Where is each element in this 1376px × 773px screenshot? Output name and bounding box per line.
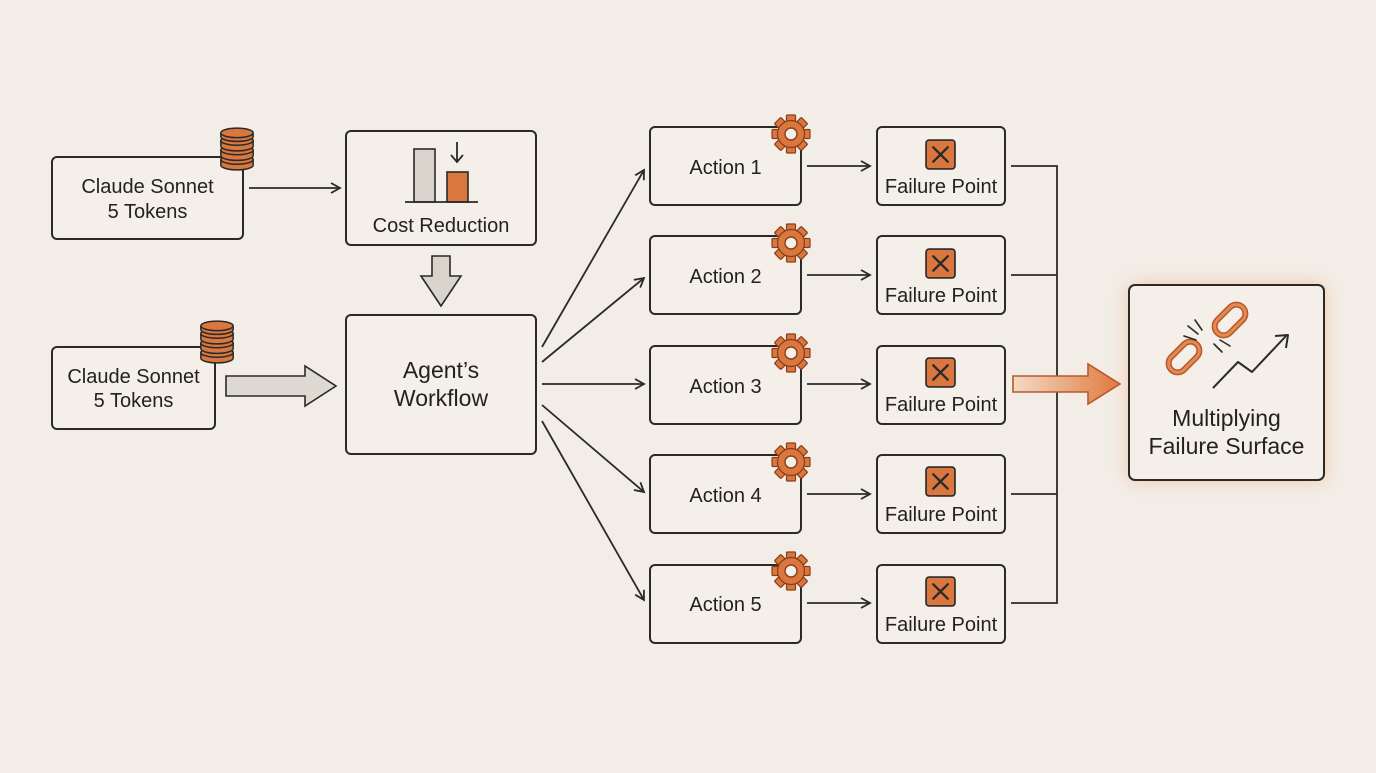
gear-icon (771, 333, 811, 373)
action-node-5: Action 5 (649, 551, 811, 644)
action-label-4: Action 4 (689, 485, 761, 507)
cost-reduction-node: Cost Reduction (345, 130, 537, 246)
bar-chart-down-icon (405, 142, 478, 203)
workflow-node: Agent’s Workflow (345, 314, 537, 455)
action-node-3: Action 3 (649, 333, 811, 425)
cost-reduction-label: Cost Reduction (373, 215, 510, 237)
cost-reduction-box (345, 130, 537, 246)
workflow-title-line2: Workflow (394, 385, 489, 411)
input-sublabel-1: 5 Tokens (108, 201, 188, 223)
database-coins-icon (200, 320, 234, 364)
arrow-workflow-to-action-5 (541, 420, 645, 602)
action-node-2: Action 2 (649, 223, 811, 315)
action-box-1 (649, 126, 802, 206)
broken-chain-icon (1165, 301, 1249, 376)
gear-icon (771, 114, 811, 154)
action-label-2: Action 2 (689, 266, 761, 288)
failure-label-3: Failure Point (885, 394, 998, 416)
failure-node-3: Failure Point (876, 345, 1006, 425)
result-box (1128, 284, 1325, 481)
gear-icon (771, 223, 811, 263)
input-box-1 (51, 156, 244, 240)
wide-arrow-input2-to-workflow (225, 364, 338, 408)
failure-node-1: Failure Point (876, 126, 1006, 206)
x-mark-icon (925, 248, 956, 279)
input-sublabel-2: 5 Tokens (94, 390, 174, 412)
action-box-5 (649, 564, 802, 644)
workflow-title-line1: Agent’s (403, 357, 479, 383)
action-label-1: Action 1 (689, 157, 761, 179)
action-label-3: Action 3 (689, 376, 761, 398)
result-node: Multiplying Failure Surface (1128, 284, 1325, 481)
x-mark-icon (925, 466, 956, 497)
gear-icon (771, 551, 811, 591)
input-label-2: Claude Sonnet (67, 366, 200, 388)
database-coins-icon (220, 127, 254, 171)
action-box-2 (649, 235, 802, 315)
action-node-4: Action 4 (649, 442, 811, 534)
failure-label-4: Failure Point (885, 504, 998, 526)
failure-label-2: Failure Point (885, 285, 998, 307)
input-box-2 (51, 346, 216, 430)
failure-label-1: Failure Point (885, 176, 998, 198)
failure-node-4: Failure Point (876, 454, 1006, 534)
fanout-arrows (541, 168, 646, 602)
gear-icon (771, 442, 811, 482)
input-node-2: Claude Sonnet 5 Tokens (51, 320, 234, 430)
action-node-1: Action 1 (649, 114, 811, 206)
failure-node-2: Failure Point (876, 235, 1006, 315)
x-mark-icon (925, 576, 956, 607)
result-title-line2: Failure Surface (1149, 433, 1305, 459)
x-mark-icon (925, 139, 956, 170)
input-node-1: Claude Sonnet 5 Tokens (51, 127, 254, 240)
input-label-1: Claude Sonnet (81, 176, 214, 198)
failure-node-5: Failure Point (876, 564, 1006, 644)
action-box-4 (649, 454, 802, 534)
result-title-line1: Multiplying (1172, 405, 1281, 431)
arrow-workflow-to-action-1 (541, 168, 645, 348)
wide-arrow-to-result (1012, 362, 1122, 406)
trend-up-icon (1212, 334, 1289, 389)
arrow-workflow-to-action-2 (541, 276, 646, 363)
x-mark-icon (925, 357, 956, 388)
action-box-3 (649, 345, 802, 425)
workflow-box (345, 314, 537, 455)
failure-label-5: Failure Point (885, 614, 998, 636)
arrow-workflow-to-action-4 (541, 404, 646, 494)
down-arrow-cost-to-workflow (419, 255, 463, 308)
action-label-5: Action 5 (689, 594, 761, 616)
